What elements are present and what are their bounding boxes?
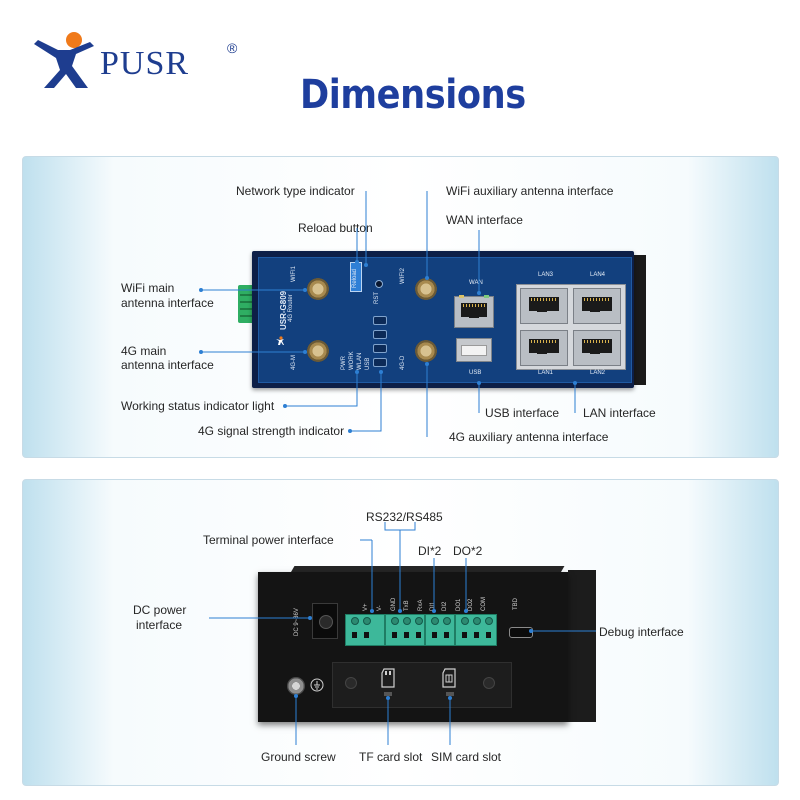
- signal-led-1: [373, 316, 387, 325]
- screw-hole-left: [345, 677, 357, 689]
- lan2-label: LAN2: [590, 370, 606, 376]
- terminal-screw-7: [461, 617, 469, 625]
- signal-led-2: [373, 330, 387, 339]
- callout-ground: Ground screw: [261, 750, 336, 764]
- callout-reload: Reload button: [298, 221, 373, 235]
- card-slot-panel: [332, 662, 512, 708]
- callout-di: DI*2: [418, 544, 442, 558]
- terminal-screw-5: [431, 617, 439, 625]
- terminal-slot-4: [416, 632, 421, 638]
- terminal-slot-6: [444, 632, 449, 638]
- callout-tf: TF card slot: [359, 750, 423, 764]
- lan2-port[interactable]: [573, 330, 621, 366]
- wan-port[interactable]: [454, 295, 494, 328]
- callout-dc-2: interface: [136, 618, 183, 632]
- pusr-logo-icon: [34, 32, 94, 88]
- usb-port-label: USB: [469, 370, 482, 376]
- terminal-screw-3: [403, 617, 411, 625]
- terminal-screw-2: [391, 617, 399, 625]
- callout-wifi-main-2: antenna interface: [121, 296, 214, 310]
- lan4-port[interactable]: [573, 288, 621, 324]
- router-side: [634, 255, 646, 385]
- callout-network-type: Network type indicator: [236, 184, 355, 198]
- logo: [30, 30, 100, 90]
- terminal-slot-8: [474, 632, 479, 638]
- terminal-screw-9: [485, 617, 493, 625]
- ground-screw[interactable]: [287, 677, 305, 695]
- din-rail-clip: [238, 285, 254, 323]
- rst-hole: [375, 280, 383, 288]
- wan-port-label: WAN: [469, 280, 483, 286]
- router-rear-side: [568, 570, 596, 722]
- signal-led-3: [373, 344, 387, 353]
- lan1-label: LAN1: [538, 370, 554, 376]
- callout-debug: Debug interface: [599, 625, 684, 639]
- screw-hole-right: [483, 677, 495, 689]
- callout-work-status: Working status indicator light: [121, 399, 275, 413]
- terminal-slot-3: [404, 632, 409, 638]
- terminal-screw-8: [473, 617, 481, 625]
- terminal-screw-1: [363, 617, 371, 625]
- terminal-pin-row: [345, 614, 495, 644]
- callout-sim: SIM card slot: [431, 750, 502, 764]
- terminal-slot-2: [392, 632, 397, 638]
- callout-usb: USB interface: [485, 406, 560, 420]
- tf-card-slot[interactable]: [384, 692, 392, 696]
- lan3-port[interactable]: [520, 288, 568, 324]
- dc-jack[interactable]: [312, 603, 338, 639]
- terminal-slot-9: [486, 632, 491, 638]
- terminal-screw-0: [351, 617, 359, 625]
- terminal-screw-6: [443, 617, 451, 625]
- terminal-slot-5: [432, 632, 437, 638]
- callout-4g-main-2: antenna interface: [121, 358, 214, 372]
- callout-terminal-power: Terminal power interface: [203, 533, 334, 547]
- 4g-main-antenna-connector: [307, 340, 329, 362]
- callout-dc-1: DC power: [133, 603, 187, 617]
- ground-symbol-icon: [310, 678, 324, 692]
- lan4-label: LAN4: [590, 272, 606, 278]
- callout-rs: RS232/RS485: [366, 510, 443, 524]
- lan3-label: LAN3: [538, 272, 554, 278]
- lan1-port[interactable]: [520, 330, 568, 366]
- terminal-slot-0: [352, 632, 357, 638]
- debug-port[interactable]: [509, 627, 533, 638]
- terminal-slot-1: [364, 632, 369, 638]
- brand-name: PUSR: [100, 45, 190, 82]
- callout-wifi-aux: WiFi auxiliary antenna interface: [446, 184, 614, 198]
- callout-signal: 4G signal strength indicator: [198, 424, 345, 438]
- terminal-slot-7: [462, 632, 467, 638]
- callout-4g-aux: 4G auxiliary antenna interface: [449, 430, 609, 444]
- registered-mark: ®: [227, 40, 238, 56]
- usb-port[interactable]: [456, 338, 492, 362]
- callout-wan: WAN interface: [446, 213, 523, 227]
- callout-4g-main-1: 4G main: [121, 344, 167, 358]
- signal-led-4: [373, 358, 387, 367]
- 4g-aux-antenna-connector: [415, 340, 437, 362]
- wifi-aux-antenna-connector: [415, 278, 437, 300]
- callout-lan: LAN interface: [583, 406, 656, 420]
- usr-small-logo-icon: [275, 333, 285, 345]
- terminal-screw-4: [415, 617, 423, 625]
- wifi-main-antenna-connector: [307, 278, 329, 300]
- sim-card-slot[interactable]: [446, 692, 454, 696]
- sim-card-icon: [442, 668, 456, 688]
- callout-do: DO*2: [453, 544, 483, 558]
- tf-card-icon: [381, 668, 395, 688]
- callout-wifi-main-1: WiFi main: [121, 281, 175, 295]
- terminal-do-block: [455, 614, 497, 646]
- page-title: Dimensions: [300, 72, 526, 118]
